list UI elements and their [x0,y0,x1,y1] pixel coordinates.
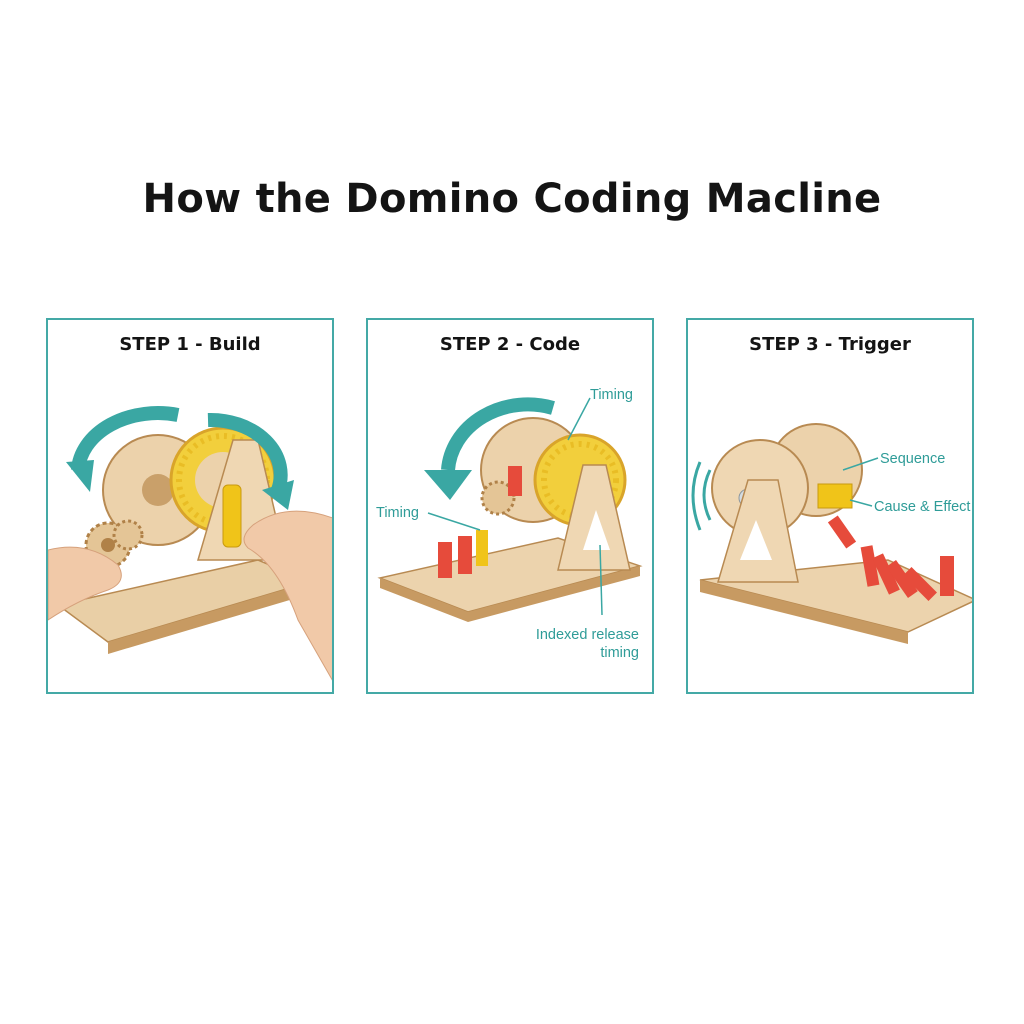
callout-indexed: Indexed release timing [523,626,639,662]
step-1-illustration [48,406,332,681]
step-3-panel: STEP 3 - Trigger Sequence Cause & Effect [686,318,974,694]
callout-timing-left: Timing [376,505,419,521]
step-2-illustration [377,397,643,622]
callout-indexed-line1: Indexed release [535,627,639,643]
callout-timing-top: Timing [590,387,633,403]
callout-sequence: Sequence [880,451,946,467]
step-3-illustration [691,423,972,644]
step-2-panel: STEP 2 - Code Timing Timing Indexed rele… [366,318,654,694]
callout-cause-effect: Cause & Effect [874,499,971,515]
step-3-heading: STEP 3 - Trigger [749,334,911,355]
page-title: How the Domino Coding Macline [142,176,882,222]
step-1-panel: STEP 1 - Build [46,318,334,694]
step-2-heading: STEP 2 - Code [439,334,581,355]
callout-indexed-line2: timing [600,645,639,661]
step-1-heading: STEP 1 - Build [119,334,261,355]
